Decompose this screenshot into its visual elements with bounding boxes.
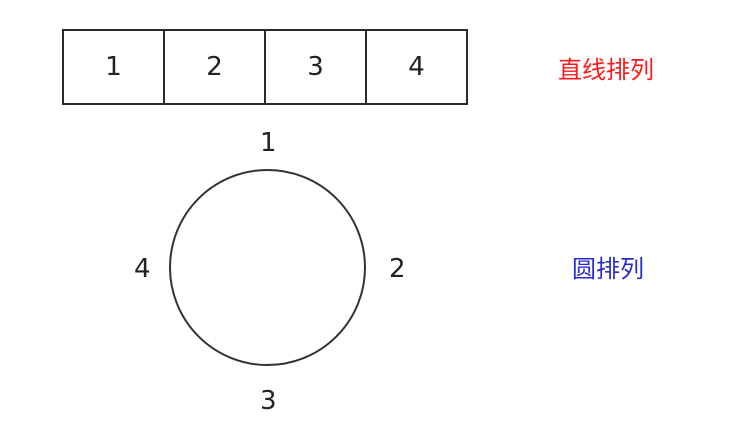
circular-arrangement-circle xyxy=(169,169,366,366)
circular-arrangement-label: 圆排列 xyxy=(572,255,644,283)
linear-cell-1: 1 xyxy=(64,31,165,103)
circle-position-left: 4 xyxy=(134,254,151,284)
linear-cell-3: 3 xyxy=(266,31,367,103)
linear-arrangement-label: 直线排列 xyxy=(558,56,654,84)
circle-position-right: 2 xyxy=(389,254,406,284)
linear-cell-4: 4 xyxy=(408,52,425,82)
circle-position-top: 1 xyxy=(260,128,277,158)
linear-arrangement-row: 1 2 3 4 xyxy=(62,29,468,105)
linear-cell-2: 2 xyxy=(165,31,266,103)
circle-position-bottom: 3 xyxy=(260,386,277,416)
